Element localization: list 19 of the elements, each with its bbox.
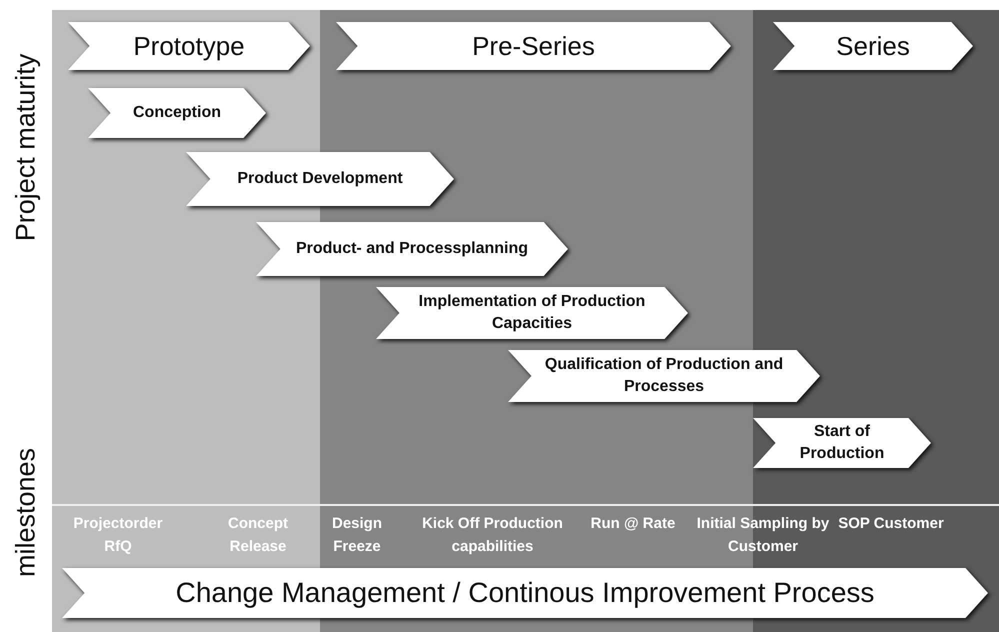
axis-label: Project maturity (10, 52, 42, 244)
milestone-label: Projectorder RfQ (72, 514, 164, 557)
milestone-label: SOP Customer (838, 514, 944, 534)
task-step: Implementation of Production Capacities (376, 287, 688, 339)
axis-label: milestones (10, 446, 42, 580)
task-step: Start of Production (753, 418, 931, 468)
milestone-label: Kick Off Production capabilities (421, 514, 564, 557)
milestone-label: Design Freeze (330, 514, 383, 557)
milestone-label: Run @ Rate (590, 514, 676, 534)
phase-header: Pre-Series (336, 22, 731, 70)
phase-header: Series (773, 22, 973, 70)
task-step: Qualification of Production and Processes (508, 350, 820, 402)
milestone-label: Concept Release (227, 514, 289, 557)
task-step: Conception (88, 88, 266, 138)
task-step: Product- and Processplanning (256, 222, 568, 276)
milestone-label: Initial Sampling by Customer (696, 514, 830, 557)
task-step: Product Development (186, 152, 454, 206)
phase-header: Prototype (68, 22, 310, 70)
process-banner: Change Management / Continous Improvement Process (62, 568, 988, 618)
